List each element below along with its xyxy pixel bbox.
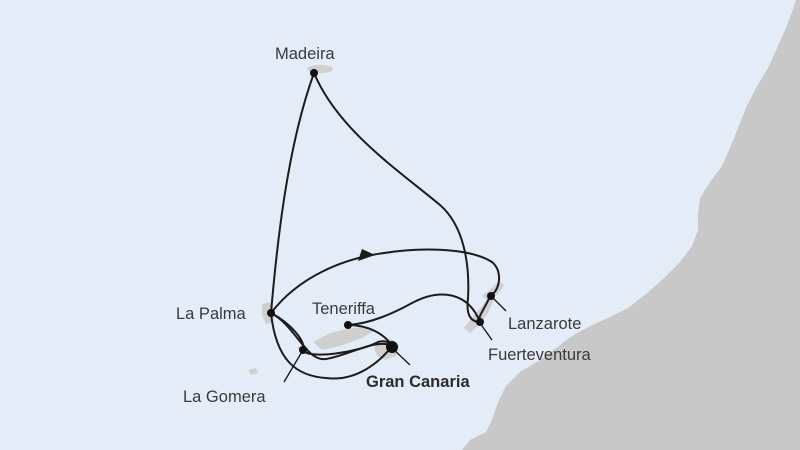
port-label-la-palma: La Palma [176,305,247,323]
port-labels: Madeira La Palma Teneriffa Gran Canaria … [176,45,592,406]
island-el-hierro [248,368,258,375]
leader-lanzarote [492,297,507,312]
port-marker-lanzarote [487,292,495,300]
port-marker-fuerteventura [476,318,484,326]
route-gran-canaria-la-palma-south [270,312,393,380]
route-fuerteventura-teneriffa [347,293,481,326]
route-madeira-fuerteventura [313,72,481,323]
route-la-palma-gomera [270,312,393,356]
leader-la-gomera [283,349,304,383]
route-la-palma-madeira [270,72,315,314]
africa-coastline [462,0,800,450]
port-marker-la-gomera [299,346,307,354]
route-la-palma-lanzarote [270,248,501,314]
route-direction-arrow [358,249,375,261]
port-markers [267,69,495,354]
port-label-madeira: Madeira [275,45,335,63]
port-label-lanzarote: Lanzarote [508,315,581,333]
port-label-fuerteventura: Fuerteventura [488,346,592,364]
port-marker-teneriffa [344,321,352,329]
leader-fuerteventura [479,322,493,341]
port-label-la-gomera: La Gomera [183,388,266,406]
port-label-teneriffa: Teneriffa [312,300,376,318]
route [270,72,501,380]
port-marker-gran-canaria [386,341,398,353]
port-marker-madeira [310,69,318,77]
port-marker-la-palma [267,309,275,317]
island-teneriffa [313,327,374,350]
port-label-gran-canaria: Gran Canaria [366,373,470,391]
